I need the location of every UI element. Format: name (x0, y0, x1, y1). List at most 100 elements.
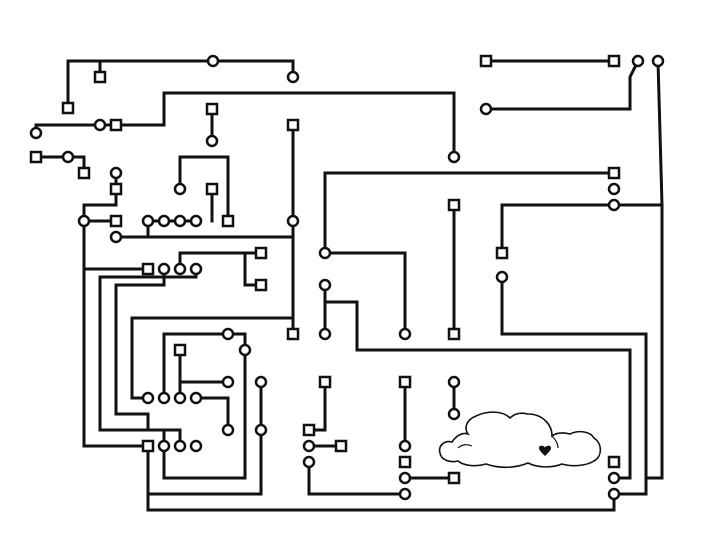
round-pad-icon (254, 423, 268, 437)
round-pad-icon (173, 262, 187, 276)
round-pad-icon (651, 54, 665, 68)
trace (146, 492, 616, 512)
circuit-traces (34, 58, 664, 512)
round-pad-icon (302, 455, 316, 469)
round-pad-icon (398, 439, 412, 453)
round-pad-icon (77, 214, 91, 228)
trace (162, 332, 247, 480)
square-pad-hole (322, 379, 328, 385)
trace (323, 171, 616, 255)
square-pad-hole (113, 186, 119, 192)
round-pad-icon (607, 471, 621, 485)
round-pad-icon (189, 391, 203, 405)
round-pad-icon (173, 182, 187, 196)
round-pad-icon (479, 102, 493, 116)
round-pad-icon (157, 262, 171, 276)
square-pad-hole (451, 331, 457, 337)
cloud-outline (438, 411, 602, 469)
round-pad-icon (398, 471, 412, 485)
square-pad-hole (338, 443, 344, 449)
square-pad-hole (145, 266, 151, 272)
round-pad-icon (447, 150, 461, 164)
square-pad-hole (451, 202, 457, 208)
trace (612, 59, 664, 207)
trace (644, 203, 664, 480)
round-pad-icon (221, 375, 235, 389)
square-pad-hole (97, 74, 103, 80)
square-pad-hole (483, 58, 489, 64)
round-pad-icon (238, 343, 252, 357)
round-pad-icon (447, 375, 461, 389)
round-pad-icon (607, 182, 621, 196)
square-pad-hole (451, 475, 457, 481)
square-pad-hole (258, 250, 264, 256)
trace (34, 155, 86, 175)
round-pad-icon (109, 166, 123, 180)
trace (66, 59, 295, 110)
round-pad-icon (318, 327, 332, 341)
square-pad-hole (611, 459, 617, 465)
round-pad-icon (173, 439, 187, 453)
square-pad-hole (499, 250, 505, 256)
trace (130, 316, 295, 400)
round-pad-icon (29, 126, 43, 140)
round-pad-icon (173, 391, 187, 405)
round-pad-icon (206, 54, 220, 68)
trace (146, 380, 263, 496)
trace (178, 155, 230, 223)
square-pad-hole (113, 122, 119, 128)
trace (98, 267, 198, 448)
square-pad-hole (33, 154, 39, 160)
trace (323, 251, 407, 336)
square-pad-hole (177, 347, 183, 353)
round-pad-icon (286, 214, 300, 228)
round-pad-icon (398, 487, 412, 501)
square-pad-hole (290, 122, 296, 128)
round-pad-icon (189, 214, 203, 228)
cloud-inner-line (551, 435, 559, 449)
square-pad-hole (225, 218, 231, 224)
trace (484, 58, 641, 111)
trace (307, 460, 407, 496)
round-pad-icon (447, 407, 461, 421)
round-pad-icon (607, 198, 621, 212)
trace (194, 396, 230, 432)
trace (114, 267, 182, 448)
square-pad-hole (402, 379, 408, 385)
square-pad-hole (290, 331, 296, 337)
round-pad-icon (302, 439, 316, 453)
round-pad-icon (109, 230, 123, 244)
square-pad-hole (113, 218, 119, 224)
round-pad-icon (631, 54, 645, 68)
round-pad-icon (189, 439, 203, 453)
round-pad-icon (318, 278, 332, 292)
square-pad-hole (145, 443, 151, 449)
round-pad-icon (495, 270, 509, 284)
square-pad-hole (65, 105, 71, 111)
square-pad-hole (611, 58, 617, 64)
round-pad-icon (254, 375, 268, 389)
round-pad-icon (141, 391, 155, 405)
trace (500, 203, 616, 255)
cloud-icon (438, 411, 602, 469)
round-pad-icon (286, 70, 300, 84)
round-pad-icon (93, 118, 107, 132)
square-pad-hole (81, 170, 87, 176)
trace (34, 91, 456, 159)
round-pad-icon (205, 134, 219, 148)
round-pad-icon (221, 327, 235, 341)
round-pad-icon (318, 246, 332, 260)
round-pad-icon (173, 214, 187, 228)
round-pad-icon (157, 214, 171, 228)
square-pad-hole (402, 459, 408, 465)
square-pad-hole (258, 282, 264, 288)
round-pad-icon (61, 150, 75, 164)
cloud-inner-line (457, 444, 473, 449)
square-pad-hole (306, 427, 312, 433)
heart-icon (539, 445, 551, 456)
round-pad-icon (607, 487, 621, 501)
square-pad-hole (209, 106, 215, 112)
round-pad-icon (189, 262, 203, 276)
round-pad-icon (221, 423, 235, 437)
